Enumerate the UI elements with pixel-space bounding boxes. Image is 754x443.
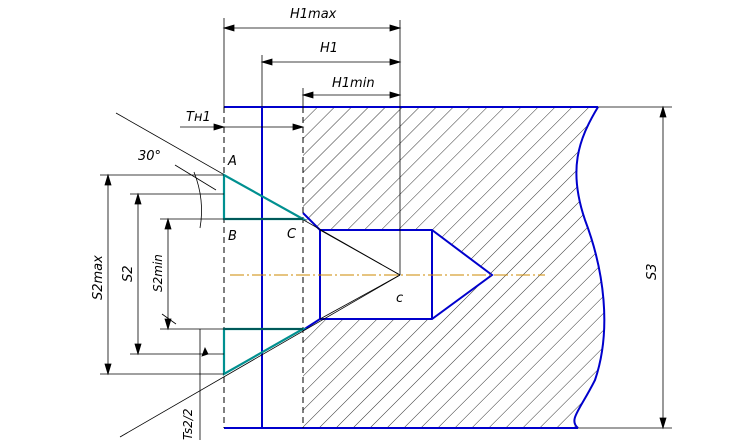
top-dimensions — [180, 18, 402, 131]
label-point-b: B — [228, 229, 237, 244]
label-ts2: Ts2/2 — [181, 409, 195, 440]
label-s2max: S2max — [91, 255, 106, 300]
construction-lines — [115, 20, 401, 438]
dashed-reference-lines — [223, 107, 304, 428]
label-angle: 30° — [138, 149, 161, 164]
hatched-material — [303, 107, 605, 428]
label-s2min: S2min — [151, 254, 165, 292]
label-point-c-upper: C — [287, 227, 297, 242]
left-dimensions — [100, 164, 303, 440]
right-dimension — [578, 105, 672, 430]
label-point-c-center: c — [396, 291, 403, 306]
label-point-a: A — [227, 154, 237, 169]
label-s2: S2 — [121, 265, 136, 282]
label-h1max: H1max — [290, 7, 337, 22]
label-s3: S3 — [645, 263, 660, 280]
label-h1min: H1min — [332, 76, 375, 91]
label-th1: Tн1 — [186, 110, 211, 125]
label-h1: H1 — [320, 41, 338, 56]
